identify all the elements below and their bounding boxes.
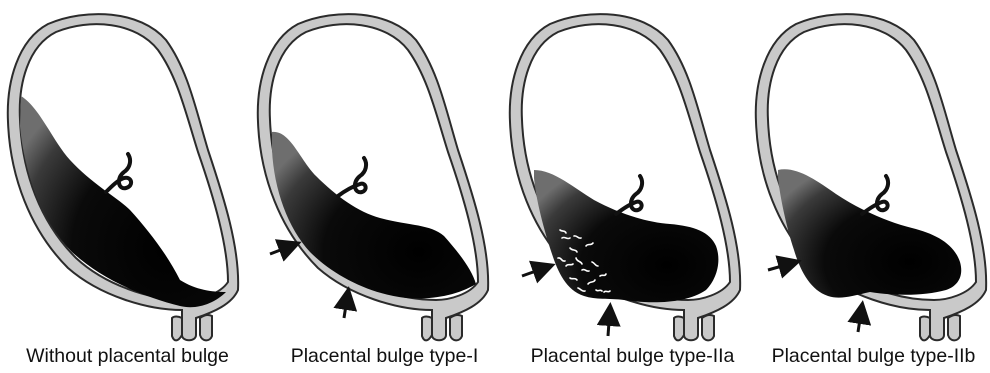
arrow-bottom [608, 308, 610, 336]
panel-bulge-type-2b [756, 14, 986, 340]
arrow-bottom [344, 292, 348, 318]
caption-type-2b: Placental bulge type-IIb [757, 341, 990, 371]
arrow-left [768, 262, 796, 270]
panel-without-bulge [8, 14, 238, 340]
arrow-left [270, 244, 296, 254]
caption-type-2a: Placental bulge type-IIa [510, 341, 755, 371]
caption-type-1: Placental bulge type-I [262, 341, 507, 371]
arrow-bottom [858, 306, 862, 332]
caption-without-bulge: Without placental bulge [0, 341, 255, 371]
panel-bulge-type-1 [258, 14, 488, 340]
panel-bulge-type-2a [510, 14, 740, 340]
arrow-left [522, 266, 550, 276]
